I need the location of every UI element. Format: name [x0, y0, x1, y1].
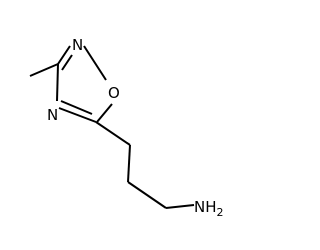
amine-symbol: NH: [194, 198, 217, 216]
bond-c3-n2-double: [61, 54, 73, 71]
bond-chain-3: [127, 181, 167, 209]
bond-o1-c5: [96, 103, 113, 123]
bond-n2-o1: [83, 45, 107, 81]
atom-n-left: N: [47, 106, 58, 124]
chemical-structure: N O N NH2: [29, 36, 224, 219]
bond-chain-2: [127, 144, 131, 183]
atom-o-ring: O: [108, 84, 120, 102]
bond-n4-c3: [56, 63, 59, 102]
atom-n-top: N: [72, 36, 83, 54]
bond-c5-n4: [58, 107, 97, 123]
amine-subscript: 2: [217, 206, 224, 219]
bond-c3-n2: [57, 45, 71, 65]
bond-chain-1: [95, 121, 131, 146]
bond-methyl: [29, 63, 59, 77]
atom-amine: NH2: [194, 198, 224, 219]
bond-chain-4: [165, 204, 195, 209]
bond-c5-n4-double: [60, 100, 93, 115]
